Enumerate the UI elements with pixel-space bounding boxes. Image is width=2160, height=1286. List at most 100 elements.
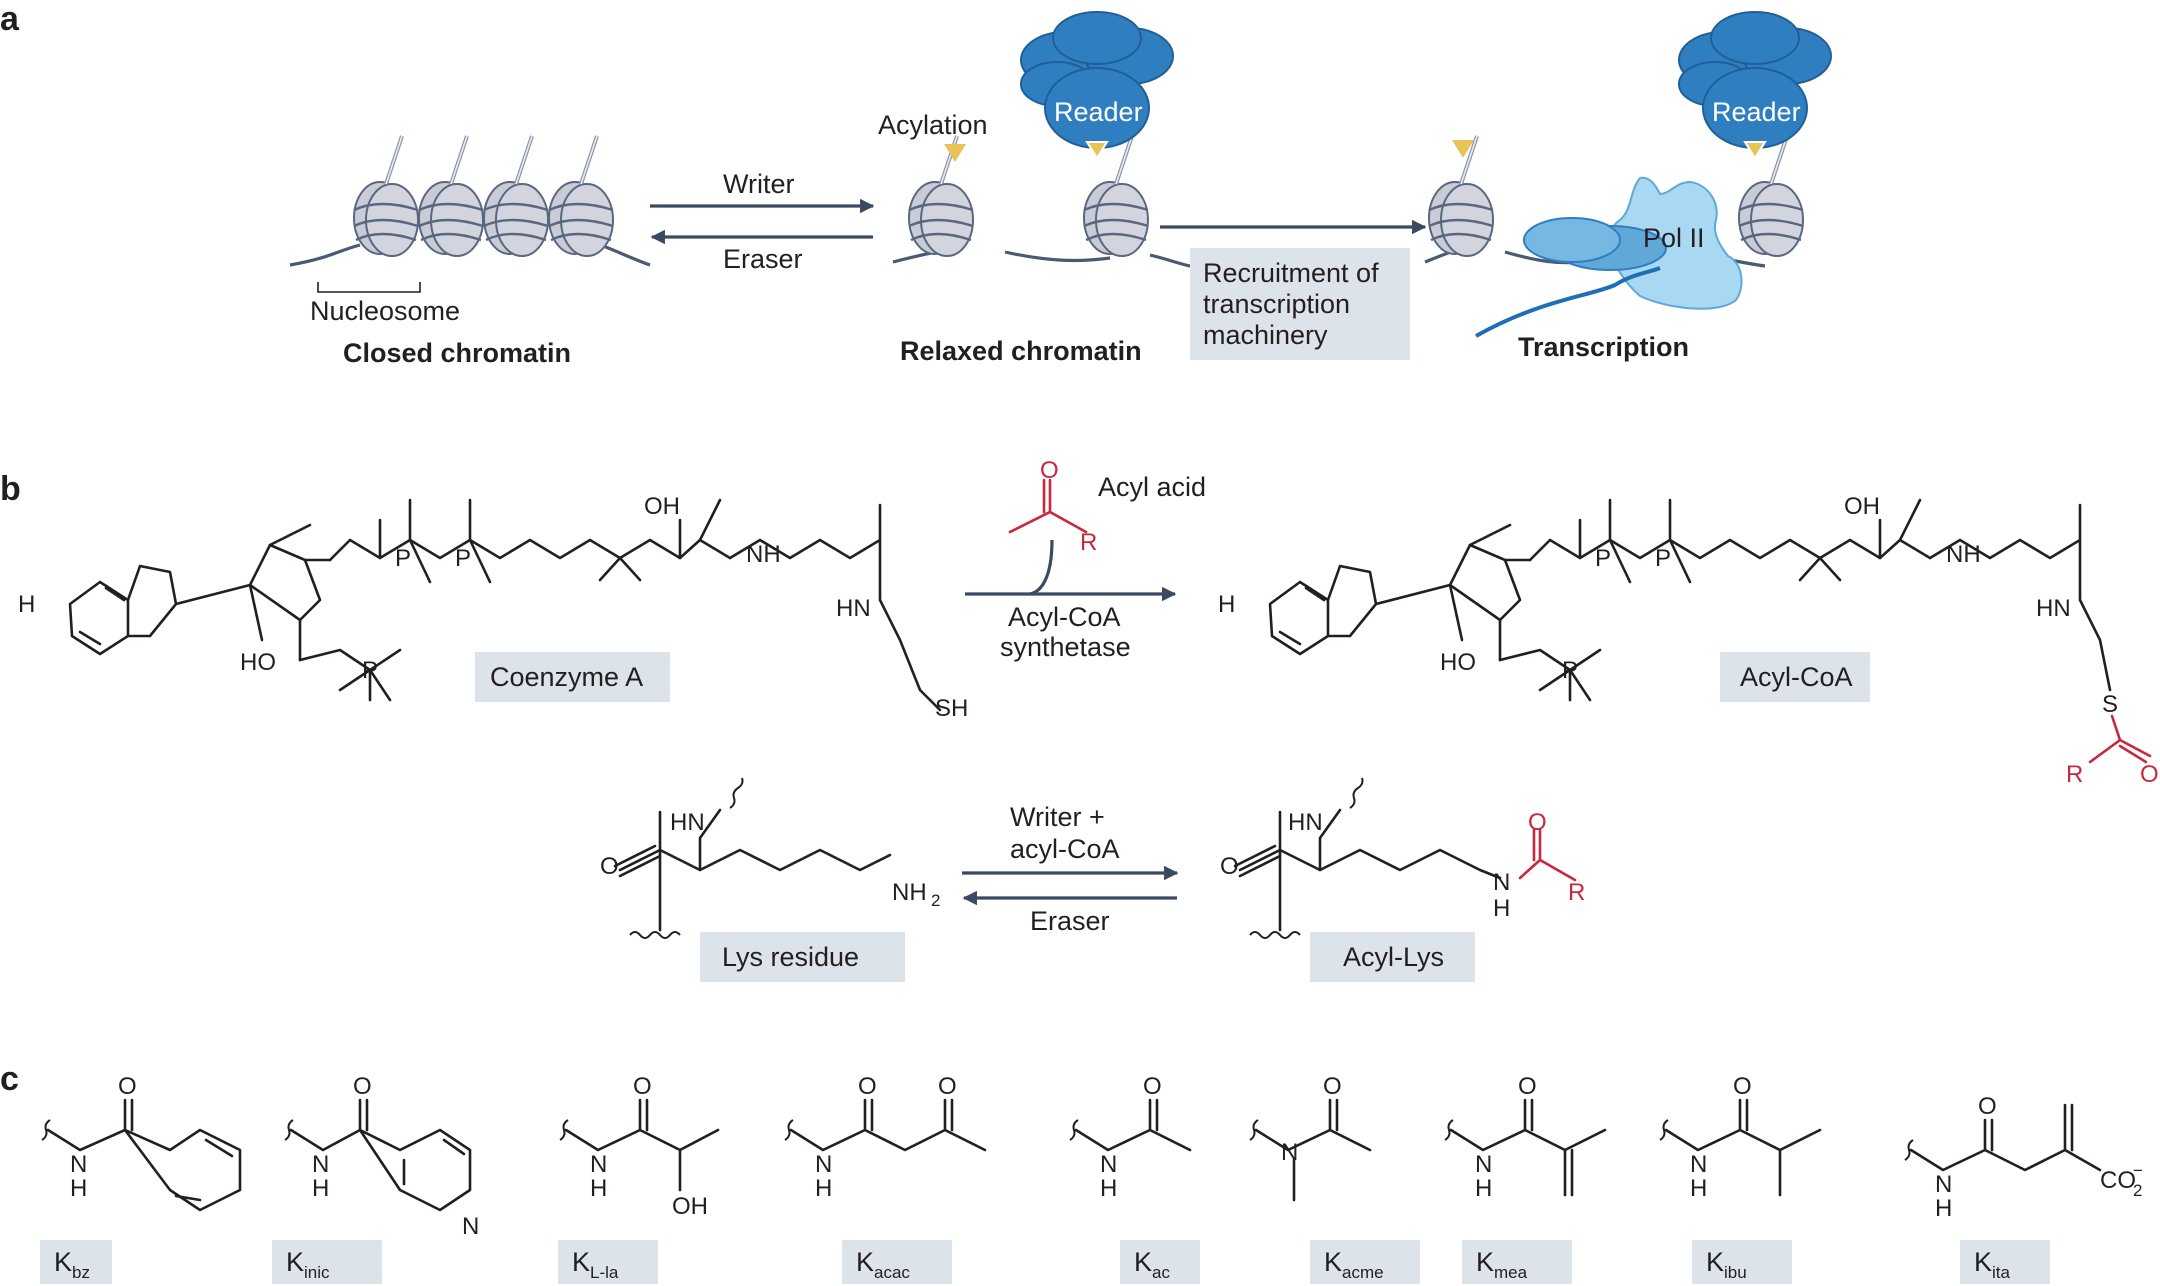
kibu-n: N (1690, 1151, 1707, 1178)
kibu-o: O (1733, 1073, 1752, 1100)
acyl-lys-r: R (1568, 879, 1585, 906)
recruitment-box (1190, 248, 1410, 360)
panel-letter-c: c (0, 1060, 19, 1098)
kacme-o: O (1323, 1073, 1342, 1100)
coa-p-1: P (395, 545, 411, 572)
kl-la-structure (559, 1098, 720, 1192)
acylation-mark-2 (1085, 141, 1109, 160)
lys-residue-box (700, 932, 905, 982)
kac-n: N (1100, 1151, 1117, 1178)
coenzyme-a-label: Coenzyme A (490, 662, 643, 692)
relaxed-chromatin-label: Relaxed chromatin (900, 336, 1142, 366)
label-box-bz (40, 1240, 112, 1284)
coa-hn: HN (836, 595, 871, 622)
lys-structure (613, 777, 892, 939)
acyl-lys-o: O (1220, 853, 1239, 880)
coenzyme-a-structure (68, 498, 942, 712)
kita-h: H (1935, 1195, 1952, 1222)
acyl-lys-box (1310, 932, 1475, 982)
acyl-coa-ho: HO (1440, 649, 1476, 676)
acyl-coa-structure (1268, 498, 2112, 702)
acyl-coa-oh: OH (1844, 493, 1880, 520)
kita-co2-sub: 2 (2133, 1181, 2142, 1200)
acylation-label: Acylation (878, 110, 988, 140)
label-box-inic (272, 1240, 382, 1284)
closed-chromatin-label: Closed chromatin (343, 338, 571, 368)
acyl-join-curve (1029, 539, 1054, 596)
label-box-acac (842, 1240, 952, 1284)
panel-letter-a: a (0, 0, 20, 38)
coa-nh-1: NH (746, 541, 781, 568)
coenzyme-a-box (475, 652, 670, 702)
acyl-lys-hn: HN (1288, 809, 1323, 836)
kacac-structure (784, 1098, 987, 1152)
kl-la-h: H (590, 1175, 607, 1202)
kibu-h: H (1690, 1175, 1707, 1202)
coa-ho: HO (240, 649, 276, 676)
nucleosome-bracket (317, 282, 421, 293)
coa-p-2: P (455, 545, 471, 572)
label-box-mea (1462, 1240, 1572, 1284)
acyl-coa-p-3: P (1562, 657, 1578, 684)
recruitment-line-2: transcription (1203, 289, 1350, 319)
panel-letter-b: b (0, 470, 21, 508)
label-sub-ibu: ibu (1724, 1263, 1747, 1282)
reader-2-label: Reader (1712, 97, 1801, 127)
synthetase-line-2: synthetase (1000, 632, 1131, 662)
writer-label: Writer (723, 169, 795, 199)
kacac-o2: O (938, 1073, 957, 1100)
kita-o: O (1978, 1093, 1997, 1120)
kinic-n: N (312, 1151, 329, 1178)
kacac-o1: O (858, 1073, 877, 1100)
kinic-h: H (312, 1175, 329, 1202)
coa-oh: OH (644, 493, 680, 520)
kita-co2-charge: − (2133, 1161, 2143, 1180)
label-box-ita (1960, 1240, 2050, 1284)
label-sub-acme: acme (1342, 1263, 1384, 1282)
kbz-n: N (70, 1151, 87, 1178)
eraser-label: Eraser (723, 244, 803, 274)
kacme-n: N (1281, 1139, 1298, 1166)
relaxed-nucleosome-1 (907, 134, 975, 258)
acyl-coa-o: O (2140, 761, 2159, 788)
acyl-coa-p-1: P (1595, 545, 1611, 572)
kacac-h: H (815, 1175, 832, 1202)
transcription-nucleosome-2 (1737, 134, 1805, 258)
pol-ii-shape (1475, 176, 1743, 338)
writer-acyl-coa-line-2: acyl-CoA (1010, 834, 1120, 864)
acyl-coa-nh: NH (1946, 541, 1981, 568)
closed-nucleosomes (352, 134, 615, 258)
acylation-mark-1 (944, 144, 966, 162)
acyl-coa-h2n: H (1218, 591, 1235, 618)
kl-la-o: O (633, 1073, 652, 1100)
acyl-lys-n: N (1493, 869, 1510, 896)
synthetase-line-1: Acyl-CoA (1008, 602, 1121, 632)
label-sub-ac: ac (1152, 1263, 1170, 1282)
kita-n: N (1935, 1171, 1952, 1198)
label-box-acme (1310, 1240, 1420, 1284)
coa-h2n: H (18, 591, 35, 618)
kbz-o: O (118, 1073, 137, 1100)
acylation-mark-4 (1743, 141, 1767, 160)
kl-la-n: N (590, 1151, 607, 1178)
label-box-ibu (1692, 1240, 1792, 1284)
kac-o: O (1143, 1073, 1162, 1100)
kac-h: H (1100, 1175, 1117, 1202)
acyl-lys-label: Acyl-Lys (1343, 942, 1444, 972)
acyl-acid-o: O (1040, 457, 1059, 484)
kinic-ring-n: N (462, 1213, 479, 1240)
acyl-coa-acyl-bonds (2088, 714, 2152, 764)
panel-b: H HO OH NH HN S H P P P Coenzyme A O R Ac… (18, 457, 2159, 982)
acyl-coa-s: S (2102, 691, 2118, 718)
label-sub-acac: acac (874, 1263, 910, 1282)
label-sub-mea: mea (1494, 1263, 1528, 1282)
acyl-coa-r: R (2066, 761, 2083, 788)
kacme-structure (1249, 1098, 1372, 1202)
lys-o: O (600, 853, 619, 880)
acyl-acid-r: R (1080, 529, 1097, 556)
label-sub-bz: bz (72, 1263, 90, 1282)
coa-p-3: P (362, 657, 378, 684)
panel-a: Nucleosome Closed chromatin Writer Erase… (289, 11, 1832, 368)
acyl-coa-hn: HN (2036, 595, 2071, 622)
